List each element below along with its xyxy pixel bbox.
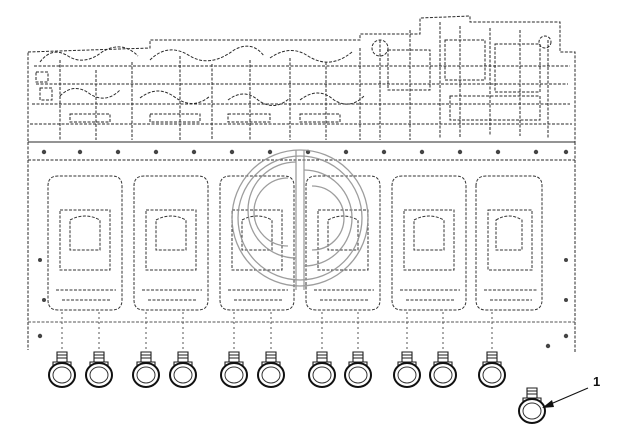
engine-block-upper	[27, 15, 576, 143]
bearing-cap-1	[47, 175, 123, 311]
bolt-4	[169, 351, 197, 388]
main-bearing-caps	[28, 175, 575, 352]
bearing-cap-4	[305, 175, 381, 311]
bolt-5	[220, 351, 248, 388]
bearing-cap-6	[475, 175, 543, 311]
bolt-11	[478, 351, 506, 388]
pan-rail	[27, 141, 576, 352]
bolt-2	[85, 351, 113, 388]
callout-1: 1	[518, 374, 600, 424]
bearing-cap-2	[133, 175, 209, 311]
bolt-10	[429, 351, 457, 388]
bearing-cap-3	[219, 175, 295, 311]
bearing-cap-5	[391, 175, 467, 311]
callout-leader-line	[545, 387, 589, 407]
bolt-6	[257, 351, 285, 388]
callout-bolt	[518, 387, 546, 424]
bolt-3	[132, 351, 160, 388]
bolt-7	[308, 351, 336, 388]
callout-arrowhead	[542, 400, 554, 408]
bolt-callout-1	[518, 387, 546, 424]
bolt-centerlines	[61, 312, 493, 352]
rail-bolt-holes	[37, 149, 569, 349]
callout-number-1: 1	[593, 374, 600, 389]
bolt-9	[393, 351, 421, 388]
bolt-8	[344, 351, 372, 388]
watermark-logo-icon	[231, 149, 369, 290]
bolt-1	[48, 351, 76, 388]
bearing-cap-bolts	[48, 351, 506, 388]
